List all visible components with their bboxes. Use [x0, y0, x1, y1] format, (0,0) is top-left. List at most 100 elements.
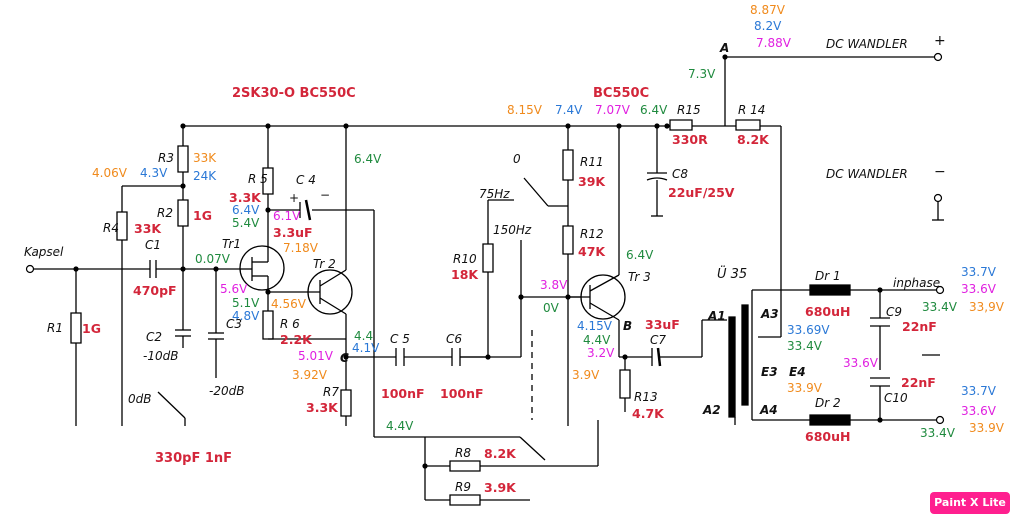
r5-ref: R 5 [248, 172, 268, 186]
c10-ref: C10 [884, 391, 908, 405]
transformer-u35: Ü 35 [717, 267, 748, 282]
r3-value-33k: 33K [193, 151, 217, 165]
att-10db: -10dB [143, 349, 179, 363]
voltage-a-887: 8.87V [750, 3, 785, 17]
voltage-a-73: 7.3V [688, 67, 716, 81]
c1-ref: C1 [145, 238, 162, 252]
voltage-tr2-44: 4.4 [354, 329, 374, 343]
voltage-tr3-415: 4.15V [577, 319, 612, 333]
c9-value: 22nF [902, 319, 937, 334]
voltage-e4-336: 33.6V [843, 356, 878, 370]
c8-value: 22uF/25V [668, 185, 735, 200]
kapsel-label: Kapsel [24, 245, 64, 259]
voltage-r5-718: 7.18V [283, 241, 318, 255]
c1-value: 470pF [133, 283, 177, 298]
c7-value: 33uF [645, 317, 680, 332]
r5-value: 3.3K [229, 190, 261, 205]
voltage-r3-43: 4.3V [140, 166, 168, 180]
pin-c: C [340, 351, 349, 365]
voltage-a3-334: 33.4V [787, 339, 822, 353]
voltage-out1-334: 33.4V [922, 300, 957, 314]
switch-zero: 0 [513, 152, 521, 166]
bc550c-header: BC550C [593, 86, 650, 101]
c4-ref: C 4 [296, 173, 316, 187]
dc-minus-sign: − [934, 164, 946, 180]
voltage-tr2-41: 4.1V [352, 341, 380, 355]
caps-note: 330pF 1nF [155, 451, 233, 466]
c3-ref: C3 [226, 317, 243, 331]
dc-plus-sign: + [934, 33, 946, 49]
r14-value: 8.2K [737, 132, 769, 147]
tr1-ref: Tr1 [222, 237, 241, 251]
r12-ref: R12 [580, 227, 604, 241]
voltage-r5-61: 6.1V [273, 209, 301, 223]
switch-75hz: 75Hz [479, 187, 510, 201]
voltage-out1-336: 33.6V [961, 282, 996, 296]
dr2-value: 680uH [805, 429, 851, 444]
r7-ref: R7 [323, 385, 339, 399]
voltage-tr1-51: 5.1V [232, 296, 260, 310]
parts-header: 2SK30-O BC550C [232, 86, 356, 101]
voltage-out2-339: 33.9V [969, 421, 1004, 435]
voltage-tr1-456: 4.56V [271, 297, 306, 311]
voltage-r3-406: 4.06V [92, 166, 127, 180]
r10-ref: R10 [453, 252, 477, 266]
voltage-tr2-501: 5.01V [298, 349, 333, 363]
voltage-tr3-38: 3.8V [540, 278, 568, 292]
r1-value: 1G [82, 321, 101, 336]
inphase-label: inphase [893, 276, 941, 290]
voltage-a-788: 7.88V [756, 36, 791, 50]
voltage-tr1-48: 4.8V [232, 309, 260, 323]
r6-ref: R 6 [280, 317, 300, 331]
node-a-label: A [720, 41, 730, 55]
pin-e3: E3 [761, 365, 778, 379]
r3-ref: R3 [158, 151, 174, 165]
pin-a1: A1 [708, 309, 726, 323]
r11-value: 39K [578, 174, 606, 189]
voltage-tr1-007: 0.07V [195, 252, 230, 266]
voltage-out2-336: 33.6V [961, 404, 996, 418]
pin-a3: A3 [761, 307, 779, 321]
r4-ref: R4 [103, 221, 119, 235]
r8-value: 8.2K [484, 446, 516, 461]
dc-wandler-minus-label: DC WANDLER [826, 167, 908, 181]
pin-b: B [623, 319, 633, 333]
r9-ref: R9 [455, 480, 471, 494]
dr1-ref: Dr 1 [815, 269, 841, 283]
c10-value: 22nF [901, 375, 936, 390]
r4-value: 33K [134, 221, 162, 236]
r3-value-24k: 24K [193, 169, 217, 183]
voltage-r11-815: 8.15V [507, 103, 542, 117]
voltage-tr2-392: 3.92V [292, 368, 327, 382]
r14-ref: R 14 [738, 103, 766, 117]
tr2-ref: Tr 2 [313, 257, 336, 271]
pin-a2: A2 [703, 403, 721, 417]
voltage-bottom-44: 4.4V [386, 419, 414, 433]
voltage-a-82: 8.2V [754, 19, 782, 33]
c2-ref: C2 [146, 330, 163, 344]
voltage-out2-334: 33.4V [920, 426, 955, 440]
switch-150hz: 150Hz [493, 223, 532, 237]
paint-x-lite-logo: Paint X Lite [930, 492, 1010, 514]
voltage-out1-339: 33,9V [969, 300, 1004, 314]
r6-value: 2.2K [280, 332, 312, 347]
r12-value: 47K [578, 244, 606, 259]
r15-ref: R15 [677, 103, 701, 117]
c6-value: 100nF [440, 386, 484, 401]
att-0db: 0dB [128, 392, 152, 406]
c5-ref: C 5 [390, 332, 410, 346]
voltage-tr3-0: 0V [543, 301, 559, 315]
voltage-e4-339: 33.9V [787, 381, 822, 395]
r8-ref: R8 [455, 446, 471, 460]
c9-ref: C9 [886, 305, 903, 319]
voltage-out1-337: 33.7V [961, 265, 996, 279]
c8-ref: C8 [672, 167, 689, 181]
c4-value: 3.3uF [273, 225, 313, 240]
dr2-ref: Dr 2 [815, 396, 841, 410]
voltage-tr1-56: 5.6V [220, 282, 248, 296]
r10-value: 18K [451, 267, 479, 282]
c6-ref: C6 [446, 332, 463, 346]
r15-value: 330R [672, 132, 708, 147]
dr1-value: 680uH [805, 304, 851, 319]
r2-value: 1G [193, 208, 212, 223]
